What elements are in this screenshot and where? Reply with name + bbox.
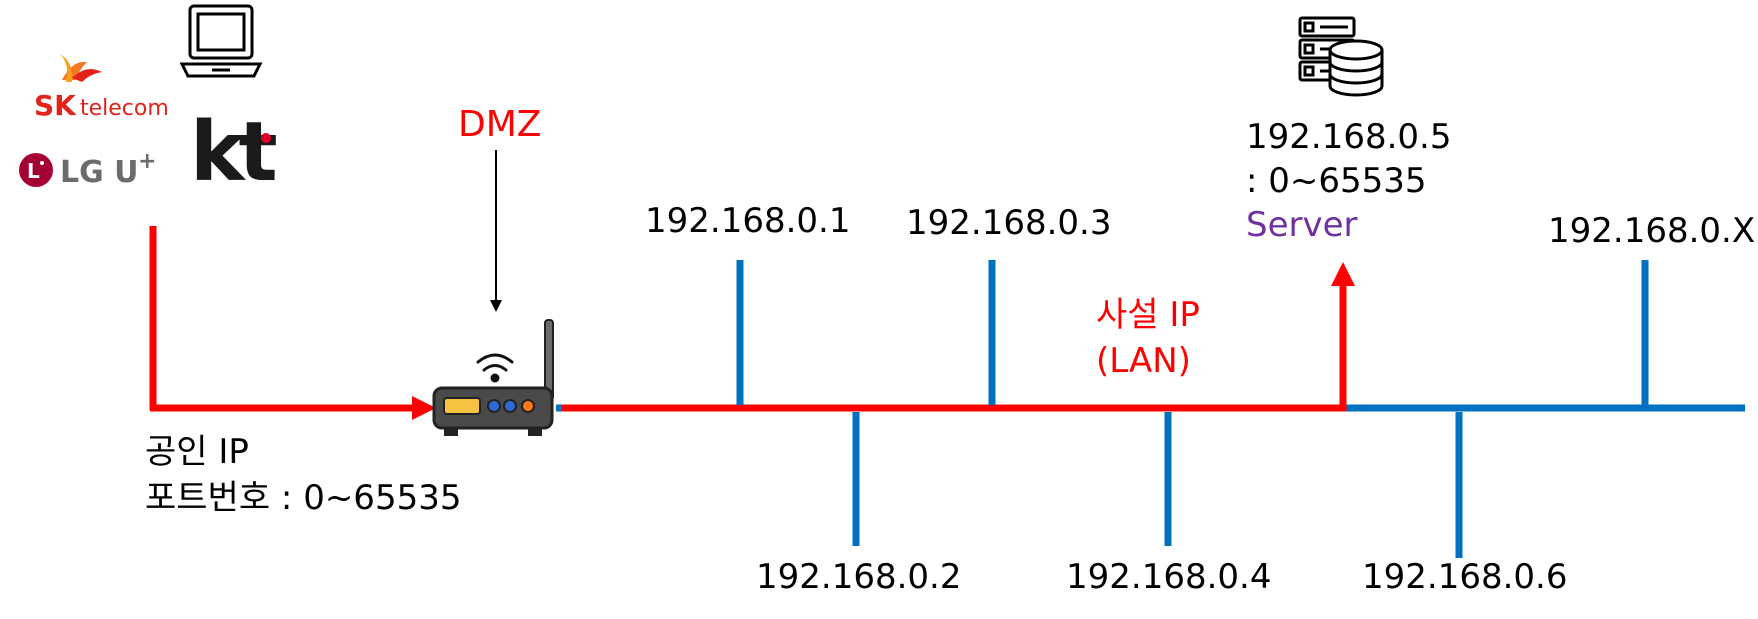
- wifi-icon: [476, 353, 514, 383]
- router-icon: [432, 319, 554, 436]
- host-label-bottom: 192.168.0.4: [1066, 557, 1271, 597]
- lan-backbone: [556, 262, 1745, 412]
- laptop-icon: [179, 4, 263, 78]
- host-label-bottom: 192.168.0.6: [1362, 557, 1567, 597]
- kt-logo: kt: [190, 105, 283, 200]
- server-label: Server: [1246, 205, 1358, 245]
- arrow-down-icon: [490, 300, 502, 312]
- public-ip-label: 공인 IP: [145, 432, 249, 472]
- skt-suffix-text: telecom: [80, 96, 169, 121]
- server-icon: [1298, 16, 1384, 97]
- lg-circle-icon: [19, 153, 53, 187]
- skt-brand-text: SK: [34, 89, 77, 122]
- dmz-label: DMZ: [458, 104, 541, 145]
- bottom-host-drops: [852, 412, 1463, 558]
- private-ip-label: 사설 IP: [1096, 295, 1200, 335]
- lgu-plus-text: +: [138, 149, 156, 174]
- lgu-logo: L LG U +: [19, 149, 156, 190]
- host-label-top: 192.168.0.1: [645, 201, 850, 241]
- kt-brand-text: kt: [190, 105, 277, 200]
- public-path: [149, 226, 436, 420]
- arrow-right-icon: [412, 396, 436, 420]
- public-port-label: 포트번호 : 0~65535: [145, 478, 461, 518]
- top-host-drops: [736, 260, 1649, 405]
- host-label-bottom: 192.168.0.2: [756, 557, 961, 597]
- dmz-arrow: [490, 150, 502, 312]
- svg-text:L: L: [27, 159, 40, 183]
- host-label-top: 192.168.0.3: [906, 203, 1111, 243]
- skt-logo: SK telecom: [34, 54, 169, 122]
- isp-logos: SK telecom L LG U + kt: [19, 54, 283, 200]
- server-ports: : 0~65535: [1246, 161, 1427, 201]
- host-label-top: 192.168.0.X: [1548, 211, 1755, 251]
- server-ip: 192.168.0.5: [1246, 117, 1451, 157]
- private-lan-label: (LAN): [1096, 341, 1191, 381]
- lgu-brand-text: LG U: [60, 155, 139, 190]
- arrow-up-icon: [1331, 262, 1355, 286]
